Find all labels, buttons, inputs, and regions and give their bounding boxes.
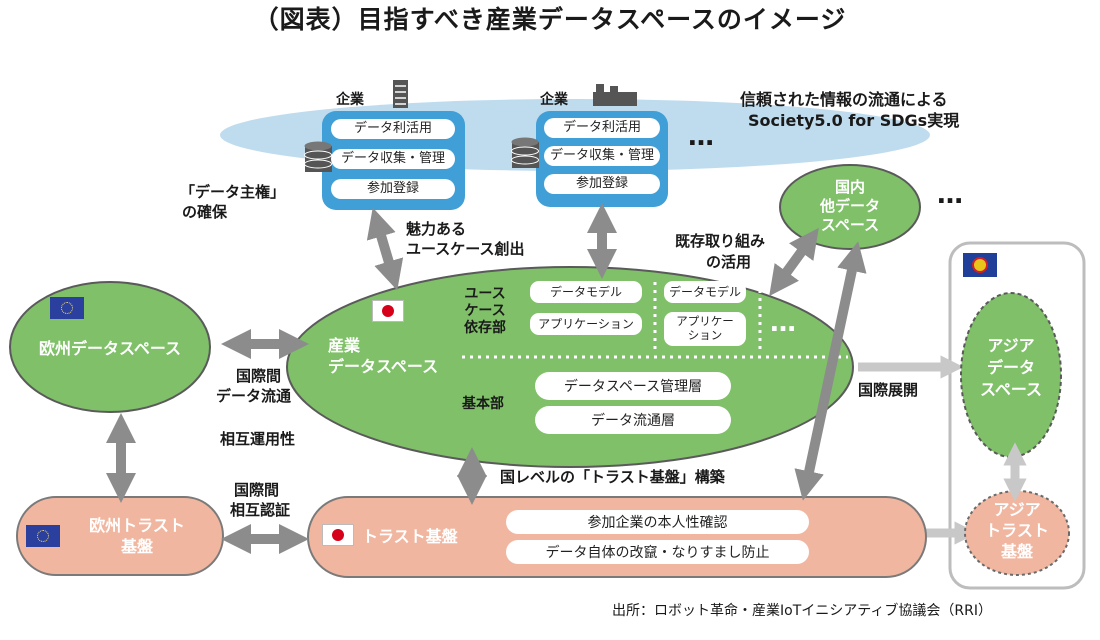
usecase-app-right: アプリケー ション [664,312,746,346]
more-usecases: … [770,308,798,338]
asia-space-line-2: データ [986,358,1035,377]
interop-label: 相互運用性 [220,430,296,448]
ent2-data-use: データ利活用 [544,118,660,138]
source-note: 出所：ロボット革命・産業IoTイニシアティブ協議会（RRI） [612,603,992,619]
database-icon [511,137,539,168]
asean-flag-icon [963,253,997,277]
domestic-line-3: スペース [820,216,880,234]
intl-flow-line-2: データ流通 [216,387,292,405]
sovereignty-line-2: の確保 [182,203,228,221]
intl-auth-line-1: 国際間 [234,481,280,499]
ent2-registration: 参加登録 [544,174,660,194]
intl-flow-line-1: 国際間 [236,367,282,385]
eu-flag-icon [26,525,60,547]
eu-trust-line-2: 基盤 [120,537,153,556]
usecase-label-3: 依存部 [464,320,506,336]
asia-space-line-3: スペース [979,380,1043,399]
base-label: 基本部 [462,396,504,412]
asia-trust-line-3: 基盤 [1000,542,1033,561]
enterprise-2-label: 企業 [540,92,568,108]
trust-base-label: トラスト基盤 [362,527,458,546]
base-flow-layer: データ流通層 [535,406,731,434]
factory-icon [593,84,637,106]
trust-tamper-prevention: データ自体の改竄・なりすまし防止 [506,540,809,564]
eu-trust-line-1: 欧州トラスト [89,516,185,535]
ent1-data-collect: データ収集・管理 [331,149,455,169]
intl-expand-label: 国際展開 [858,381,919,399]
more-enterprises: … [688,122,716,152]
asia-space-line-1: アジア [987,336,1035,355]
asia-trust-line-1: アジア [993,500,1041,519]
eu-flag-icon [50,297,84,319]
asia-trust-line-2: トラスト [985,521,1049,540]
more-domestic: … [937,180,965,210]
domestic-line-1: 国内 [834,178,865,196]
asia-frame [948,241,1086,590]
database-icon [304,141,332,172]
industry-label-1: 産業 [328,336,361,355]
society-line-2: Society5.0 for SDGs実現 [748,111,960,130]
usecase-label-2: ケース [464,303,506,319]
eu-space-label: 欧州データスペース [38,339,182,358]
arrow-domestic-trust [794,241,867,501]
asia-trust-shape [964,490,1070,576]
page-title: （図表）目指すべき産業データスペースのイメージ [253,5,847,34]
ent2-data-collect: データ収集・管理 [544,146,660,166]
usecase-datamodel-right: データモデル [664,281,746,303]
sovereignty-line-1: 「データ主権」 [180,183,286,201]
industry-label-2: データスペース [328,357,439,376]
national-trust-label: 国レベルの「トラスト基盤」構築 [500,468,725,486]
existing-efforts-line-2: の活用 [706,253,752,271]
usecase-label-1: ユース [464,286,506,302]
trust-identity-check: 参加企業の本人性確認 [506,510,809,534]
building-icon [393,80,408,108]
usecase-creation-line-2: ユースケース創出 [406,240,525,258]
ent1-data-use: データ利活用 [331,119,455,139]
usecase-datamodel-left: データモデル [530,281,642,303]
usecase-creation-line-1: 魅力ある [406,220,467,238]
base-mgmt-layer: データスペース管理層 [535,372,731,400]
domestic-line-2: 他データ [819,197,880,215]
arrow-ent1-industry [366,207,404,291]
japan-flag-icon [372,300,404,322]
existing-efforts-line-1: 既存取り組み [675,232,766,250]
society-line-1: 信頼された情報の流通による [740,90,948,109]
arrow-domestic-industry [769,227,819,297]
enterprise-1-label: 企業 [336,92,364,108]
japan-flag-icon [322,524,354,546]
usecase-app-left: アプリケーション [530,313,642,335]
intl-auth-line-2: 相互認証 [230,501,291,519]
ent1-registration: 参加登録 [331,179,455,199]
